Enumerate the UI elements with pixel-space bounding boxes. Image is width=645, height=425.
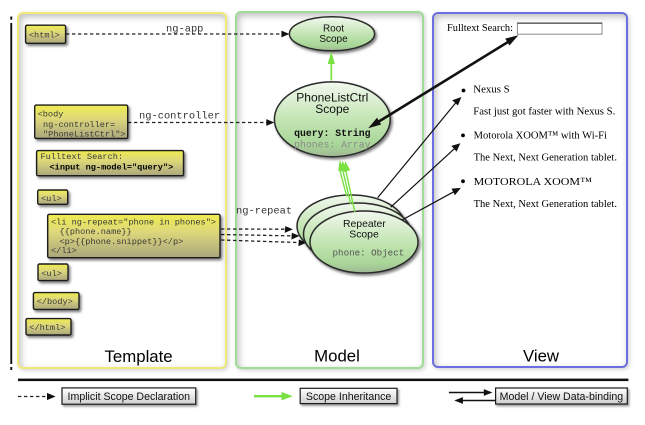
svg-text:<body: <body (38, 110, 64, 120)
svg-text:Root: Root (323, 24, 344, 35)
svg-text:The Next, Next Generation tabl: The Next, Next Generation tablet. (474, 151, 618, 163)
svg-text:<li ng-repeat="phone in phones: <li ng-repeat="phone in phones"> (51, 217, 216, 227)
svg-text:Fulltext Search:: Fulltext Search: (41, 152, 124, 162)
svg-text:View: View (523, 347, 560, 366)
svg-text:Scope: Scope (319, 34, 348, 45)
svg-text:<ul>: <ul> (41, 194, 62, 204)
svg-text:Motorola XOOM™ with Wi-Fi: Motorola XOOM™ with Wi-Fi (474, 130, 607, 142)
svg-text:ng-repeat: ng-repeat (236, 206, 292, 218)
svg-text:Model / View Data-binding: Model / View Data-binding (500, 391, 624, 403)
svg-text:Fast just got faster with Nexu: Fast just got faster with Nexus S. (473, 105, 615, 117)
svg-text:<p>{{phone.snippet}}</p>: <p>{{phone.snippet}}</p> (60, 237, 184, 247)
svg-text:ng-controller: ng-controller (139, 110, 220, 122)
svg-text:Template: Template (105, 347, 173, 366)
svg-text:phones: Array: phones: Array (294, 139, 371, 150)
svg-text:query: String: query: String (294, 128, 371, 139)
svg-text:ng-controller=: ng-controller= (43, 120, 115, 130)
svg-text:Model: Model (314, 346, 360, 365)
svg-text:</li>: </li> (51, 246, 77, 256)
svg-text:Fulltext Search:: Fulltext Search: (447, 22, 513, 34)
svg-text:phone: Object: phone: Object (333, 248, 405, 259)
svg-text:</body>: </body> (37, 297, 73, 307)
svg-text:<html>: <html> (29, 31, 60, 41)
svg-text:<input ng-model="query">: <input ng-model="query"> (50, 163, 174, 173)
svg-text:Repeater: Repeater (343, 219, 386, 230)
svg-text:MOTOROLA XOOM™: MOTOROLA XOOM™ (474, 176, 592, 188)
svg-text:The Next, Next Generation tabl: The Next, Next Generation tablet. (474, 198, 618, 210)
svg-text:PhoneListCtrl: PhoneListCtrl (296, 90, 368, 104)
svg-text:Implicit Scope Declaration: Implicit Scope Declaration (68, 391, 191, 403)
svg-text:Nexus S: Nexus S (473, 84, 509, 96)
svg-text:Scope: Scope (349, 230, 379, 241)
svg-text:Scope: Scope (315, 102, 349, 116)
svg-text:</html>: </html> (29, 323, 65, 333)
svg-text:Scope Inheritance: Scope Inheritance (306, 391, 392, 403)
svg-text:ng-app: ng-app (166, 23, 203, 35)
svg-text:<ul>: <ul> (41, 269, 62, 279)
svg-text:"PhoneListCtrl">: "PhoneListCtrl"> (43, 130, 126, 140)
svg-text:{{phone.name}}: {{phone.name}} (60, 227, 132, 237)
